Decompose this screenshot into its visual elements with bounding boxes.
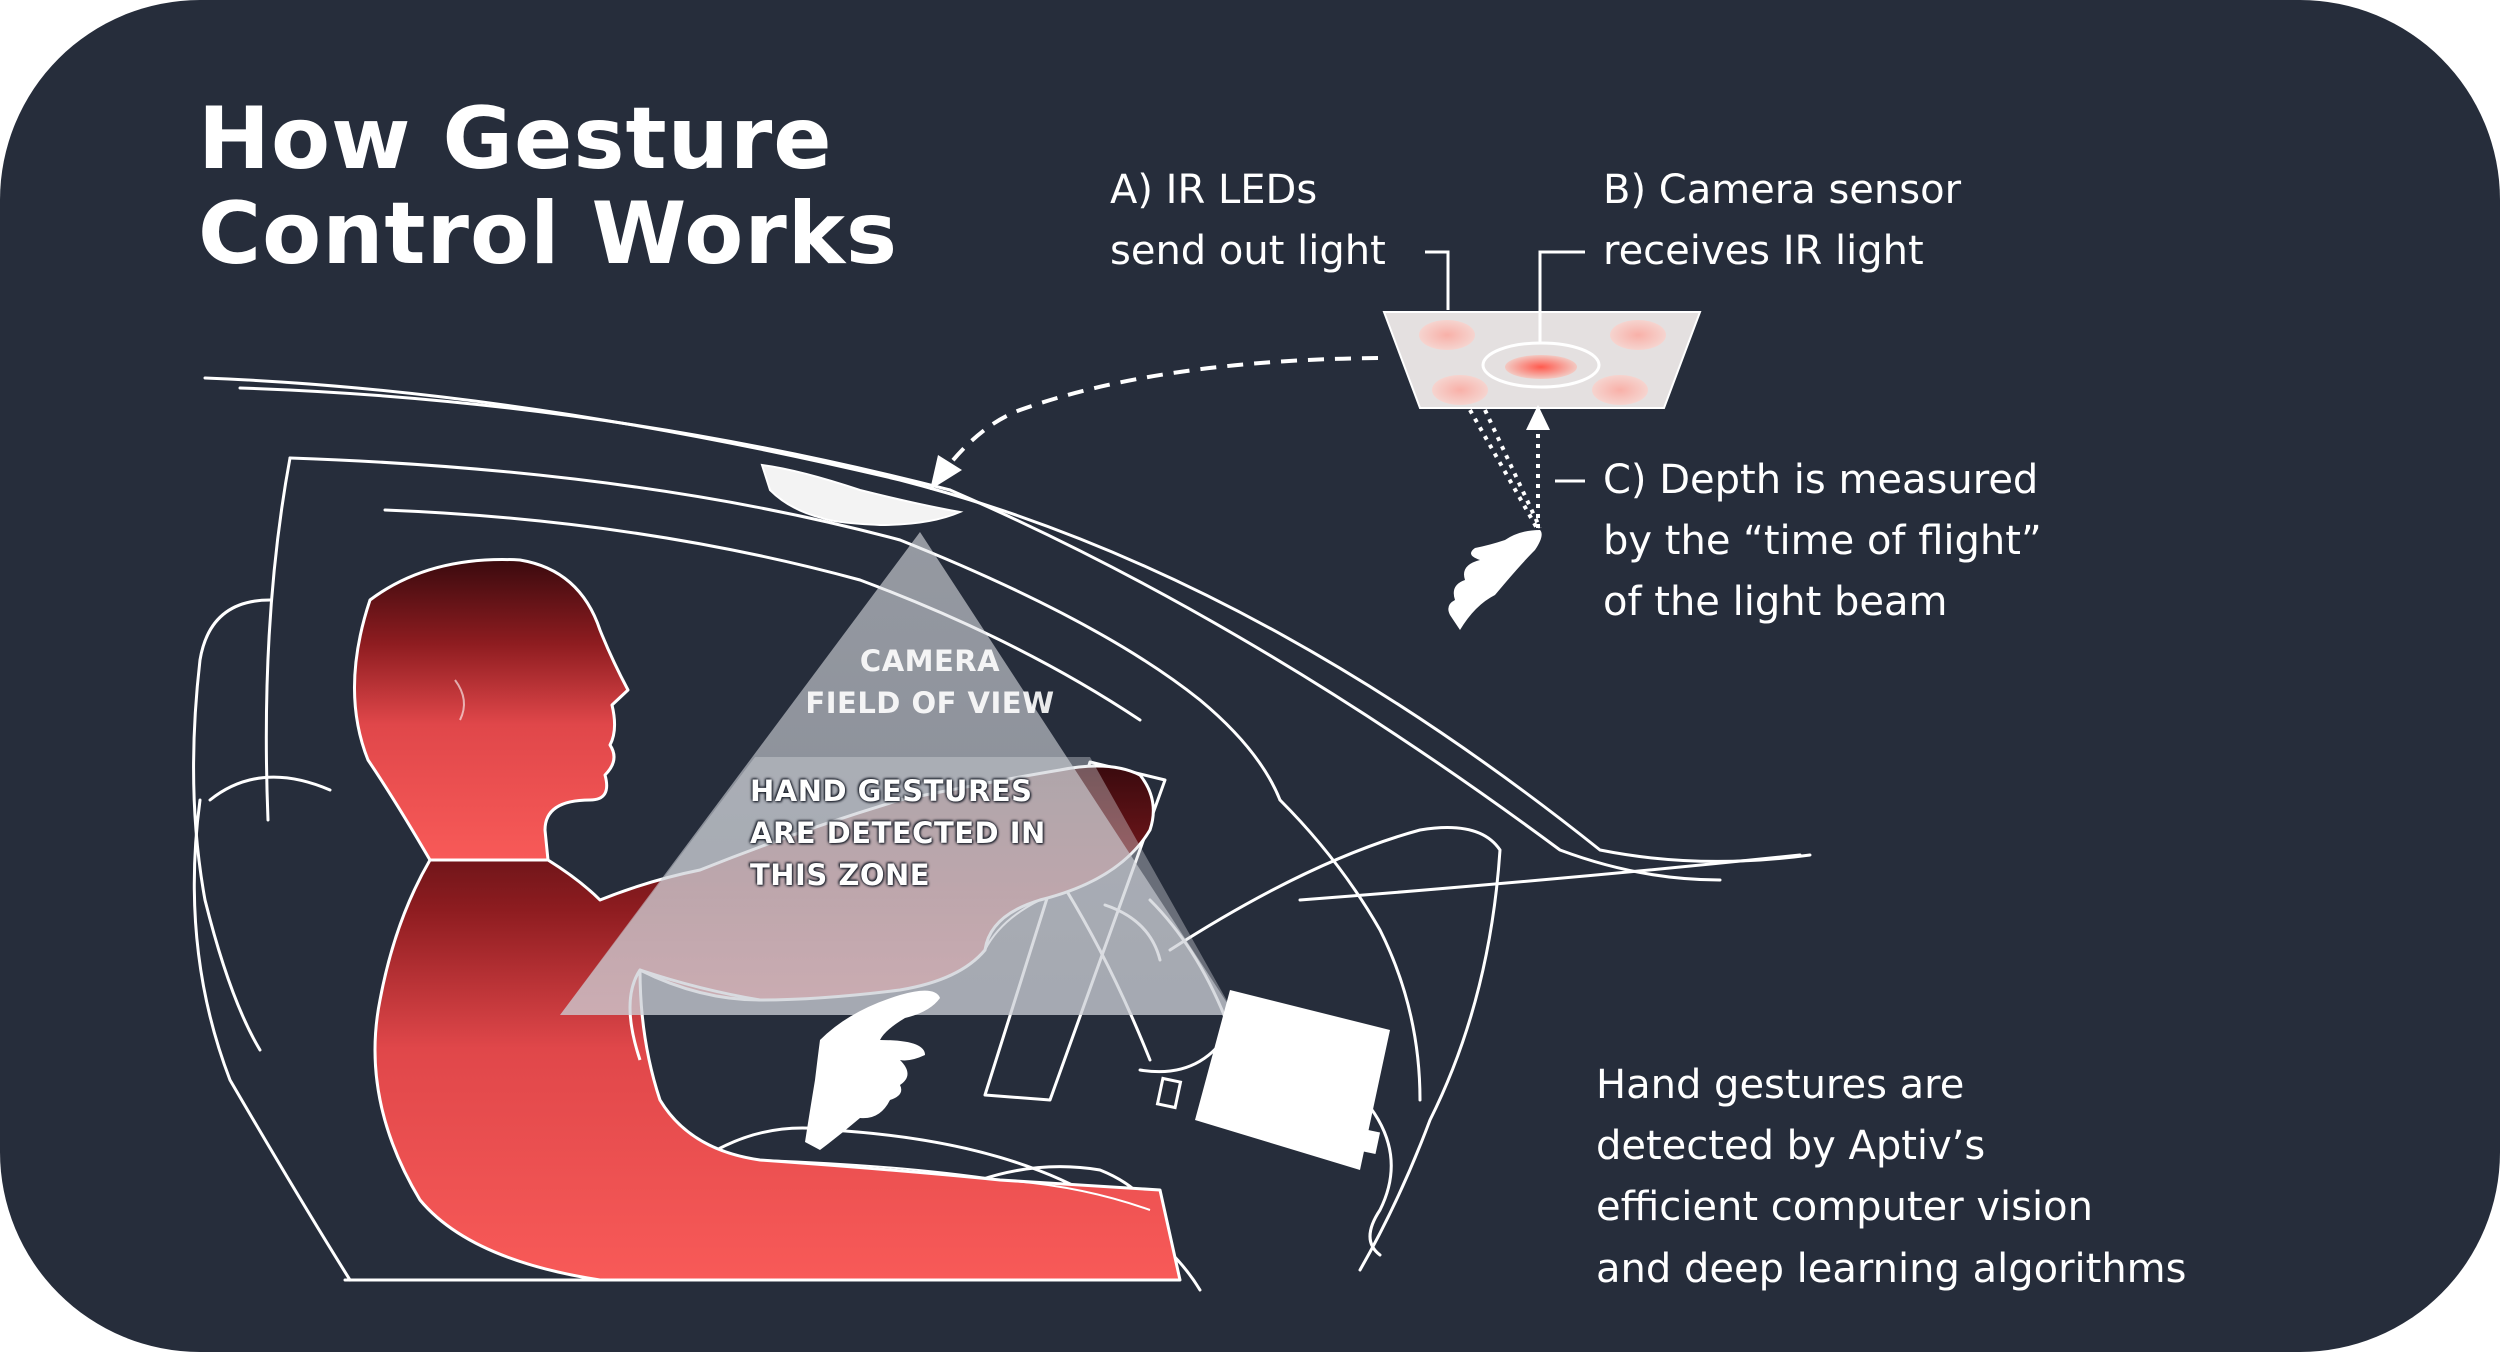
camera-lens-icon	[1505, 355, 1577, 379]
algorithm-note: Hand gestures are detected by Aptiv’s ef…	[1596, 1055, 2186, 1300]
window-frame-outer	[288, 456, 1282, 802]
note-line-3: efficient computer vision	[1596, 1184, 2093, 1231]
callout-b-line-1: B) Camera sensor	[1603, 167, 1962, 213]
control-unit-icon	[1155, 990, 1390, 1170]
overhead-camera	[760, 463, 964, 527]
note-line-4: and deep learning algorithms	[1596, 1245, 2187, 1292]
title-line-1: How Gesture	[198, 89, 833, 189]
roof-line	[203, 376, 1812, 863]
seat-back-outline	[192, 798, 352, 1282]
camera-field-of-view	[560, 532, 1235, 1015]
ir-led-icon	[1610, 320, 1666, 350]
a-pillar-lower	[1278, 798, 1422, 1102]
callout-c-line-2: by the “time of flight”	[1603, 517, 2042, 564]
field-of-view-label: Camera field of view	[790, 640, 1070, 724]
seat-headrest-lower	[208, 775, 332, 802]
note-line-1: Hand gestures are	[1596, 1062, 1965, 1108]
camera-module-icon	[1382, 311, 1702, 409]
ir-led-icon	[1419, 320, 1475, 350]
callout-leaders	[1425, 250, 1585, 483]
fov-label-line-1: Camera	[859, 644, 1001, 678]
note-line-2: detected by Aptiv’s	[1596, 1123, 1986, 1170]
window-frame-inner	[383, 508, 1142, 722]
roof-trim	[238, 386, 952, 492]
callout-c-line-3: of the light beam	[1603, 578, 1948, 625]
light-path-arrow	[930, 356, 1379, 490]
callout-a-line-2: send out light	[1110, 227, 1386, 274]
unit-cable	[1358, 1093, 1393, 1257]
b-pillar	[264, 456, 292, 822]
callout-ir-leds: A) IR LEDs send out light	[1110, 160, 1386, 282]
callout-a-line-1: A) IR LEDs	[1110, 167, 1318, 213]
title-line-2: Control Works	[198, 183, 899, 284]
hand-pointing-icon	[805, 990, 940, 1150]
ir-beam-lines	[1468, 405, 1550, 531]
headrest-outline	[192, 598, 272, 1052]
fov-label-line-2: field of view	[805, 686, 1055, 721]
zone-label-line-2: are detected in	[750, 816, 1046, 851]
windshield-line	[948, 488, 1722, 882]
ir-led-icon	[1592, 375, 1648, 405]
callout-c-line-1: C) Depth is measured	[1603, 457, 2039, 503]
hand-pointing-icon	[1448, 530, 1542, 630]
door-panel	[1168, 826, 1502, 1272]
callout-b-line-2: receives IR light	[1603, 227, 1924, 274]
leader-b	[1538, 250, 1585, 343]
dashboard-top	[1298, 853, 1802, 902]
leader-a	[1425, 250, 1450, 310]
callout-camera-sensor: B) Camera sensor receives IR light	[1603, 160, 1961, 282]
ir-led-icon	[1432, 375, 1488, 405]
gesture-detection-zone	[560, 757, 1235, 1015]
callout-depth-measured: C) Depth is measured by the “time of fli…	[1603, 450, 2042, 632]
zone-label-line-1: Hand gestures	[750, 774, 1033, 808]
page-title: How Gesture Control Works	[198, 92, 898, 281]
